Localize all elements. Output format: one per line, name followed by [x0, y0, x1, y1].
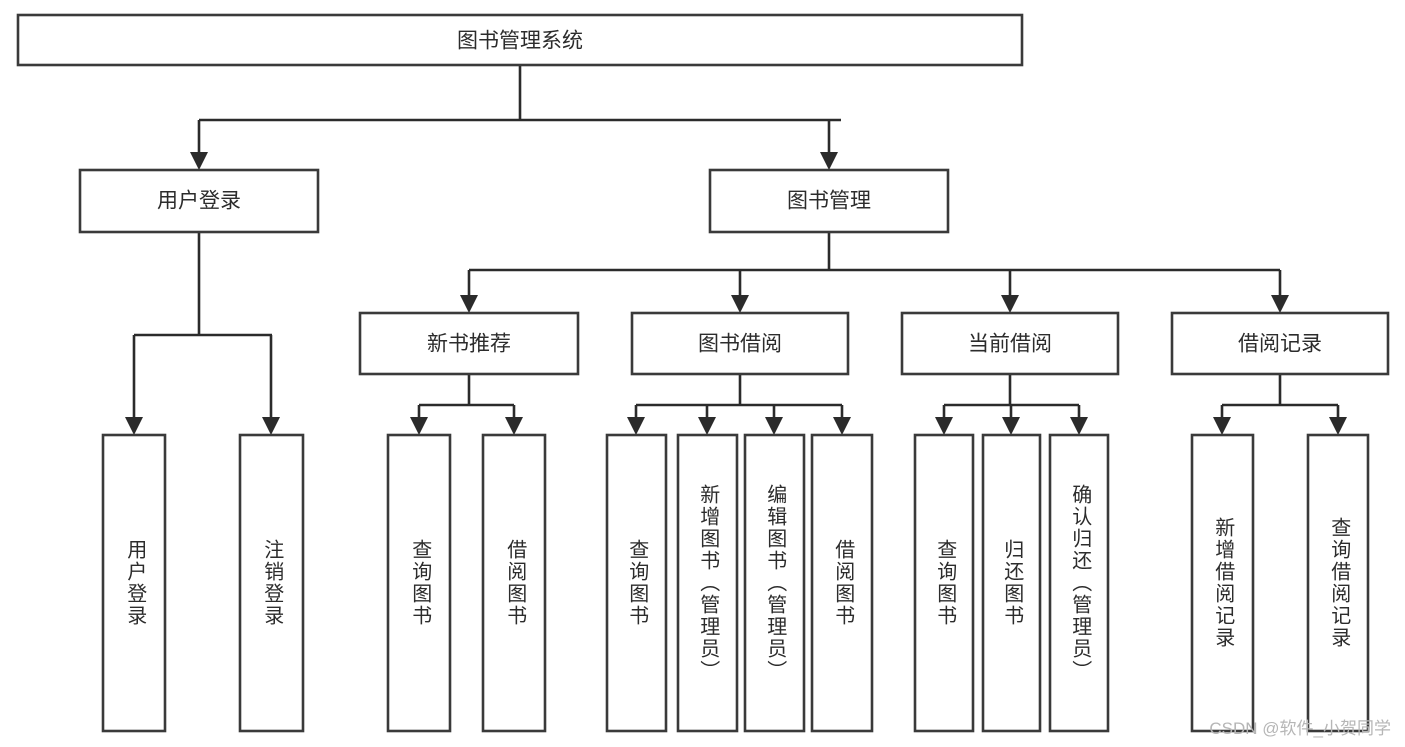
node-root-box[interactable]: [16, 13, 1024, 67]
leaf-add-book-box[interactable]: [676, 433, 739, 733]
node-new-book-recommend-box[interactable]: [358, 311, 580, 376]
arrowhead-leaf-borrow-book-1: [505, 417, 523, 435]
leaf-query-book-2-box[interactable]: [605, 433, 668, 733]
node-book-management-box[interactable]: [708, 168, 950, 234]
leaf-borrow-book-2[interactable]: 借阅图书: [810, 433, 874, 733]
arrowhead-new-book-rec: [460, 295, 478, 313]
arrowhead-current-borrow: [1001, 295, 1019, 313]
arrowhead-leaf-add-book: [698, 417, 716, 435]
leaf-borrow-book-1-label: 借阅图书: [504, 539, 527, 627]
leaf-query-book-1-box[interactable]: [386, 433, 452, 733]
leaf-return-book-box[interactable]: [981, 433, 1042, 733]
leaf-user-login-box[interactable]: [101, 433, 167, 733]
node-book-borrow-label: 图书借阅: [698, 333, 782, 356]
arrowhead-leaf-query-record: [1329, 417, 1347, 435]
node-book-borrow[interactable]: 图书借阅: [630, 311, 850, 376]
leaf-user-login-label: 用户登录: [124, 539, 147, 627]
node-borrow-record[interactable]: 借阅记录: [1170, 311, 1390, 376]
leaf-borrow-book-2-box[interactable]: [810, 433, 874, 733]
arrowhead-leaf-borrow-book-2: [833, 417, 851, 435]
node-new-book-recommend[interactable]: 新书推荐: [358, 311, 580, 376]
leaf-confirm-return-label: 确认归还（管理员）: [1069, 484, 1092, 682]
leaf-query-record[interactable]: 查询借阅记录: [1306, 433, 1370, 733]
leaf-borrow-book-1[interactable]: 借阅图书: [481, 433, 547, 733]
arrowhead-leaf-logout: [262, 417, 280, 435]
node-user-login-box[interactable]: [78, 168, 320, 234]
arrowhead-leaf-confirm-return: [1070, 417, 1088, 435]
node-root[interactable]: 图书管理系统: [16, 13, 1024, 67]
leaf-query-record-label: 查询借阅记录: [1328, 517, 1351, 649]
leaf-query-book-1[interactable]: 查询图书: [386, 433, 452, 733]
leaf-user-login[interactable]: 用户登录: [101, 433, 167, 733]
leaf-return-book-label: 归还图书: [1001, 539, 1024, 627]
arrowhead-leaf-edit-book: [765, 417, 783, 435]
arrowhead-leaf-user-login: [125, 417, 143, 435]
leaf-query-book-3[interactable]: 查询图书: [913, 433, 975, 733]
leaf-query-book-3-label: 查询图书: [934, 539, 957, 627]
arrowhead-book-borrow: [731, 295, 749, 313]
arrowhead-borrow-record: [1271, 295, 1289, 313]
leaf-edit-book-box[interactable]: [743, 433, 806, 733]
arrowhead-leaf-return-book: [1002, 417, 1020, 435]
leaf-logout[interactable]: 注销登录: [238, 433, 305, 733]
arrowhead-leaf-query-book-2: [627, 417, 645, 435]
leaf-add-record-box[interactable]: [1190, 433, 1255, 733]
leaf-add-book[interactable]: 新增图书（管理员）: [676, 433, 739, 733]
leaf-logout-label: 注销登录: [261, 539, 284, 627]
arrowhead-leaf-query-book-3: [935, 417, 953, 435]
node-book-management-label: 图书管理: [787, 190, 871, 213]
arrowhead-user-login: [190, 152, 208, 170]
connector-layer: [125, 65, 1347, 435]
node-root-label: 图书管理系统: [457, 30, 583, 53]
arrowhead-leaf-query-book-1: [410, 417, 428, 435]
arrowhead-book-mgmt: [820, 152, 838, 170]
leaf-add-record[interactable]: 新增借阅记录: [1190, 433, 1255, 733]
node-new-book-recommend-label: 新书推荐: [427, 333, 511, 356]
leaf-return-book[interactable]: 归还图书: [981, 433, 1042, 733]
node-book-borrow-box[interactable]: [630, 311, 850, 376]
leaf-query-book-2[interactable]: 查询图书: [605, 433, 668, 733]
node-current-borrow[interactable]: 当前借阅: [900, 311, 1120, 376]
node-borrow-record-box[interactable]: [1170, 311, 1390, 376]
node-current-borrow-box[interactable]: [900, 311, 1120, 376]
node-user-login[interactable]: 用户登录: [78, 168, 320, 234]
node-borrow-record-label: 借阅记录: [1238, 333, 1322, 356]
leaf-borrow-book-1-box[interactable]: [481, 433, 547, 733]
leaf-edit-book-label: 编辑图书（管理员）: [764, 484, 787, 682]
leaf-borrow-book-2-label: 借阅图书: [832, 539, 855, 627]
leaf-query-record-box[interactable]: [1306, 433, 1370, 733]
leaf-query-book-3-box[interactable]: [913, 433, 975, 733]
leaf-query-book-2-label: 查询图书: [626, 539, 649, 627]
leaf-query-book-1-label: 查询图书: [409, 539, 432, 627]
arrowhead-leaf-add-record: [1213, 417, 1231, 435]
leaf-add-record-label: 新增借阅记录: [1212, 517, 1235, 649]
leaf-add-book-label: 新增图书（管理员）: [697, 484, 720, 682]
leaf-confirm-return-box[interactable]: [1048, 433, 1110, 733]
leaf-confirm-return[interactable]: 确认归还（管理员）: [1048, 433, 1110, 733]
leaf-edit-book[interactable]: 编辑图书（管理员）: [743, 433, 806, 733]
node-book-management[interactable]: 图书管理: [708, 168, 950, 234]
node-current-borrow-label: 当前借阅: [968, 333, 1052, 356]
node-user-login-label: 用户登录: [157, 190, 241, 213]
leaf-logout-box[interactable]: [238, 433, 305, 733]
